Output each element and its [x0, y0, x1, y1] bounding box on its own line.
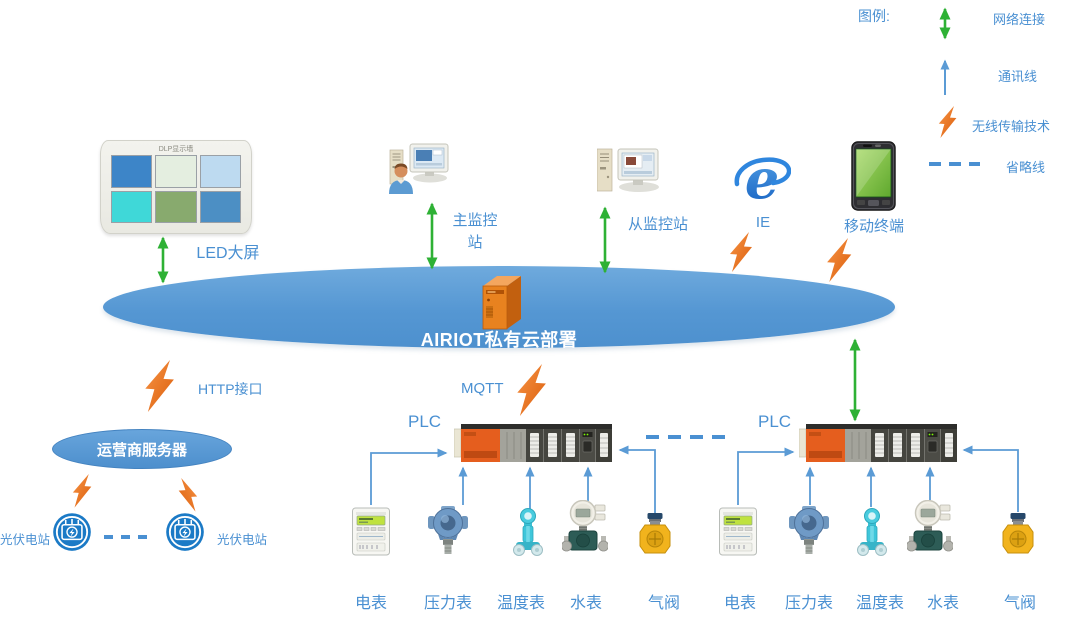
workstation-icon — [597, 147, 667, 202]
pv-transformer-icon — [165, 508, 205, 554]
pv-transformer-icon — [52, 508, 92, 554]
gas-valve-icon — [637, 513, 673, 559]
operator-server-ellipse: 运营商服务器 — [52, 429, 232, 469]
cloud-label: AIRIOT私有云部署 — [420, 330, 578, 350]
legend-comm-label: 通讯线 — [998, 69, 1038, 84]
device-label: 电表 — [723, 595, 756, 612]
device-label: 水表 — [569, 595, 602, 612]
legend-network-label: 网络连接 — [993, 12, 1046, 27]
communication-line-arrows — [370, 59, 1019, 513]
device-label: 电表 — [354, 595, 387, 612]
led-panel — [199, 155, 241, 188]
temperature-sensor-icon — [513, 508, 543, 560]
plc-left-label: PLC — [408, 412, 442, 431]
water-flowmeter-icon — [562, 500, 608, 558]
operator-server-label: 运营商服务器 — [96, 441, 187, 459]
led-video-wall-icon: DLP显示墙 — [100, 140, 252, 234]
pressure-transmitter-icon — [428, 506, 468, 558]
pv-left-label: 光伏电站 — [0, 533, 51, 547]
led-panel — [111, 190, 153, 223]
electric-meter-icon — [718, 507, 758, 557]
device-label: 气阀 — [647, 595, 680, 612]
led-panel — [199, 190, 241, 223]
pv-right-label: 光伏电站 — [216, 533, 267, 547]
omitted-lines — [104, 162, 980, 539]
legend-title: 图例: — [858, 8, 890, 24]
legend-wireless-label: 无线传输技术 — [972, 119, 1051, 134]
ie-browser-icon — [733, 150, 791, 208]
http-api-label: HTTP接口 — [198, 381, 263, 397]
network-connection-arrows — [157, 7, 951, 422]
led-panel — [155, 155, 197, 188]
operator-workstation-icon — [388, 142, 454, 200]
slave-station-label: 从监控站 — [627, 216, 688, 233]
mqtt-label: MQTT — [461, 380, 504, 397]
plc-rack-icon — [454, 424, 612, 462]
pressure-transmitter-icon — [789, 506, 829, 558]
electric-meter-icon — [351, 507, 391, 557]
private-cloud-ellipse: AIRIOT私有云部署 — [103, 266, 895, 350]
device-label: 压力表 — [784, 595, 833, 612]
led-panel — [111, 155, 153, 188]
temperature-sensor-icon — [857, 508, 887, 560]
plc-right-label: PLC — [758, 412, 792, 431]
mobile-label: 移动终端 — [843, 218, 904, 235]
water-flowmeter-icon — [907, 500, 953, 558]
master-station-label: 主监控站 — [452, 212, 498, 251]
led-label: LED大屏 — [196, 245, 260, 262]
device-label: 水表 — [926, 595, 959, 612]
device-label: 压力表 — [423, 595, 472, 612]
ie-label: IE — [755, 214, 771, 231]
smartphone-icon — [851, 141, 896, 211]
led-wall-title: DLP显示墙 — [158, 146, 194, 153]
led-panel — [155, 190, 197, 223]
device-label: 温度表 — [855, 595, 904, 612]
plc-rack-icon — [799, 424, 957, 462]
device-label: 温度表 — [496, 595, 545, 612]
device-label: 气阀 — [1003, 595, 1036, 612]
gas-valve-icon — [1000, 513, 1036, 559]
legend-omitted-label: 省略线 — [1006, 160, 1046, 175]
